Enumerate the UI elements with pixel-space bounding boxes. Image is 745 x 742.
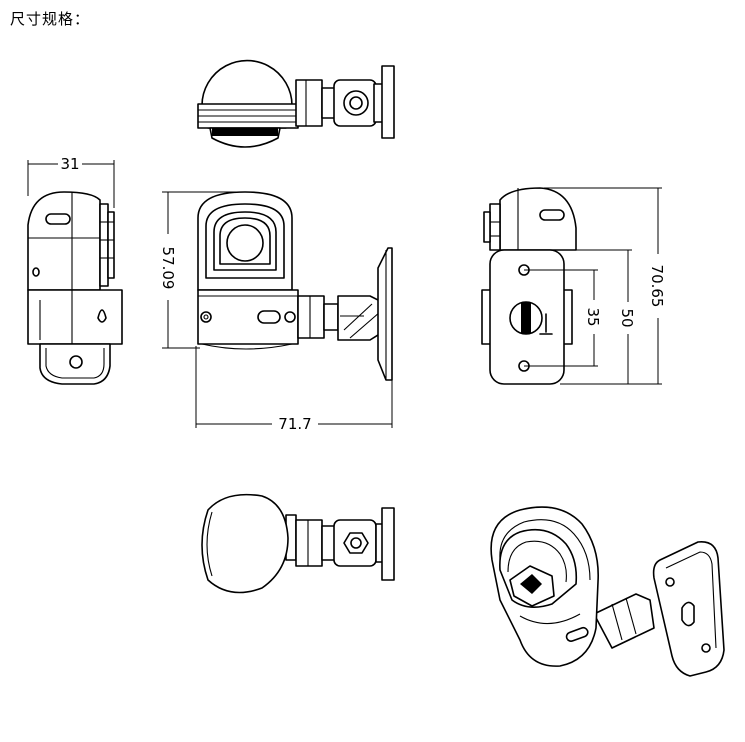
front-view [197,191,393,381]
dimension-height-57: 57.09 [159,191,246,349]
dim-label-71-7: 71.7 [278,415,311,433]
dimension-70-65: 70.65 [544,187,666,385]
isometric-view [490,506,725,677]
page-title: 尺寸规格： [10,10,91,28]
top-view [197,59,395,148]
dim-label-70-65: 70.65 [648,265,666,308]
dimension-length-71: 71.7 [195,346,393,433]
left-side-view [27,191,123,385]
right-side-view [481,187,577,385]
dim-label-50: 50 [618,308,636,327]
bottom-view [201,493,395,594]
dim-label-31: 31 [60,155,79,173]
dimension-width-31: 31 [27,155,115,208]
dim-label-57-09: 57.09 [159,247,177,290]
dimension-35: 35 [524,269,602,367]
dim-label-35: 35 [584,307,602,326]
